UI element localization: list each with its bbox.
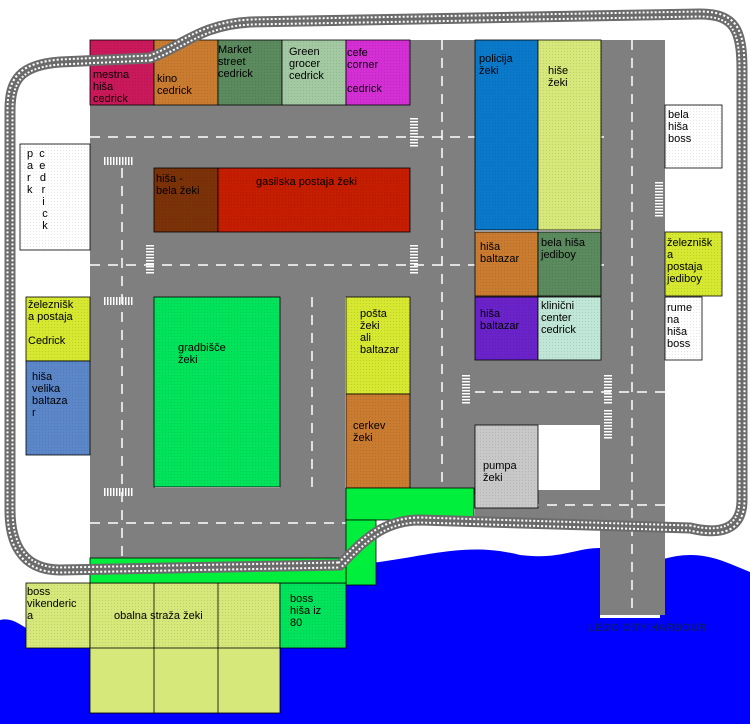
green-plot xyxy=(345,487,475,521)
crosswalk xyxy=(655,182,663,217)
railway-track xyxy=(4,8,748,576)
crosswalk xyxy=(410,118,418,147)
hisa-baltazar-1-texture xyxy=(475,232,538,296)
hisa-bela-zeki-texture xyxy=(154,168,218,232)
rumena-hisa-boss-texture xyxy=(665,297,702,360)
crosswalk xyxy=(104,157,133,165)
building-blocks xyxy=(19,39,723,714)
road-network xyxy=(90,40,665,615)
mestna-hisa-cedrick-texture xyxy=(90,40,154,105)
bela-hisa-boss-texture xyxy=(665,105,722,168)
zelezniska-postaja-cedrick-texture xyxy=(26,297,90,361)
cafe-corner-cedrick-texture xyxy=(346,40,410,105)
policija-zeki-texture xyxy=(475,40,538,230)
boss-hisa-iz-80-texture xyxy=(280,583,346,648)
pumpa-zeki-texture xyxy=(475,425,538,508)
crosswalk xyxy=(604,410,612,439)
hise-zeki-texture xyxy=(538,40,601,230)
crosswalk xyxy=(462,375,470,404)
crosswalk xyxy=(146,245,154,274)
boss-vikendenica-texture xyxy=(26,583,90,648)
green-plot xyxy=(89,647,281,714)
harbour-label: LEGO CITY HARBOUR xyxy=(588,622,707,634)
hisa-baltazar-2-texture xyxy=(475,297,538,360)
gradbisce-zeki-texture xyxy=(154,297,280,487)
track-rail xyxy=(8,12,744,572)
crosswalk xyxy=(104,297,133,305)
park-cedrick-texture xyxy=(20,144,90,250)
crosswalk xyxy=(104,488,133,496)
cerkev-zeki-texture xyxy=(346,394,410,488)
zelezniska-postaja-jediboy-texture xyxy=(665,232,722,296)
crosswalk xyxy=(604,375,612,404)
crosswalk xyxy=(410,245,418,274)
klinicni-center-cedrick-texture xyxy=(538,297,601,360)
gasilska-postaja-zeki-texture xyxy=(218,168,410,232)
hisa-velika-baltazar-texture xyxy=(26,361,90,455)
bela-hisa-jediboy-texture xyxy=(538,232,601,296)
posta-zeki-ali-baltazar-texture xyxy=(346,297,410,394)
market-street-cedrick-texture xyxy=(218,40,282,105)
green-grocer-cedrick-texture xyxy=(282,40,346,105)
